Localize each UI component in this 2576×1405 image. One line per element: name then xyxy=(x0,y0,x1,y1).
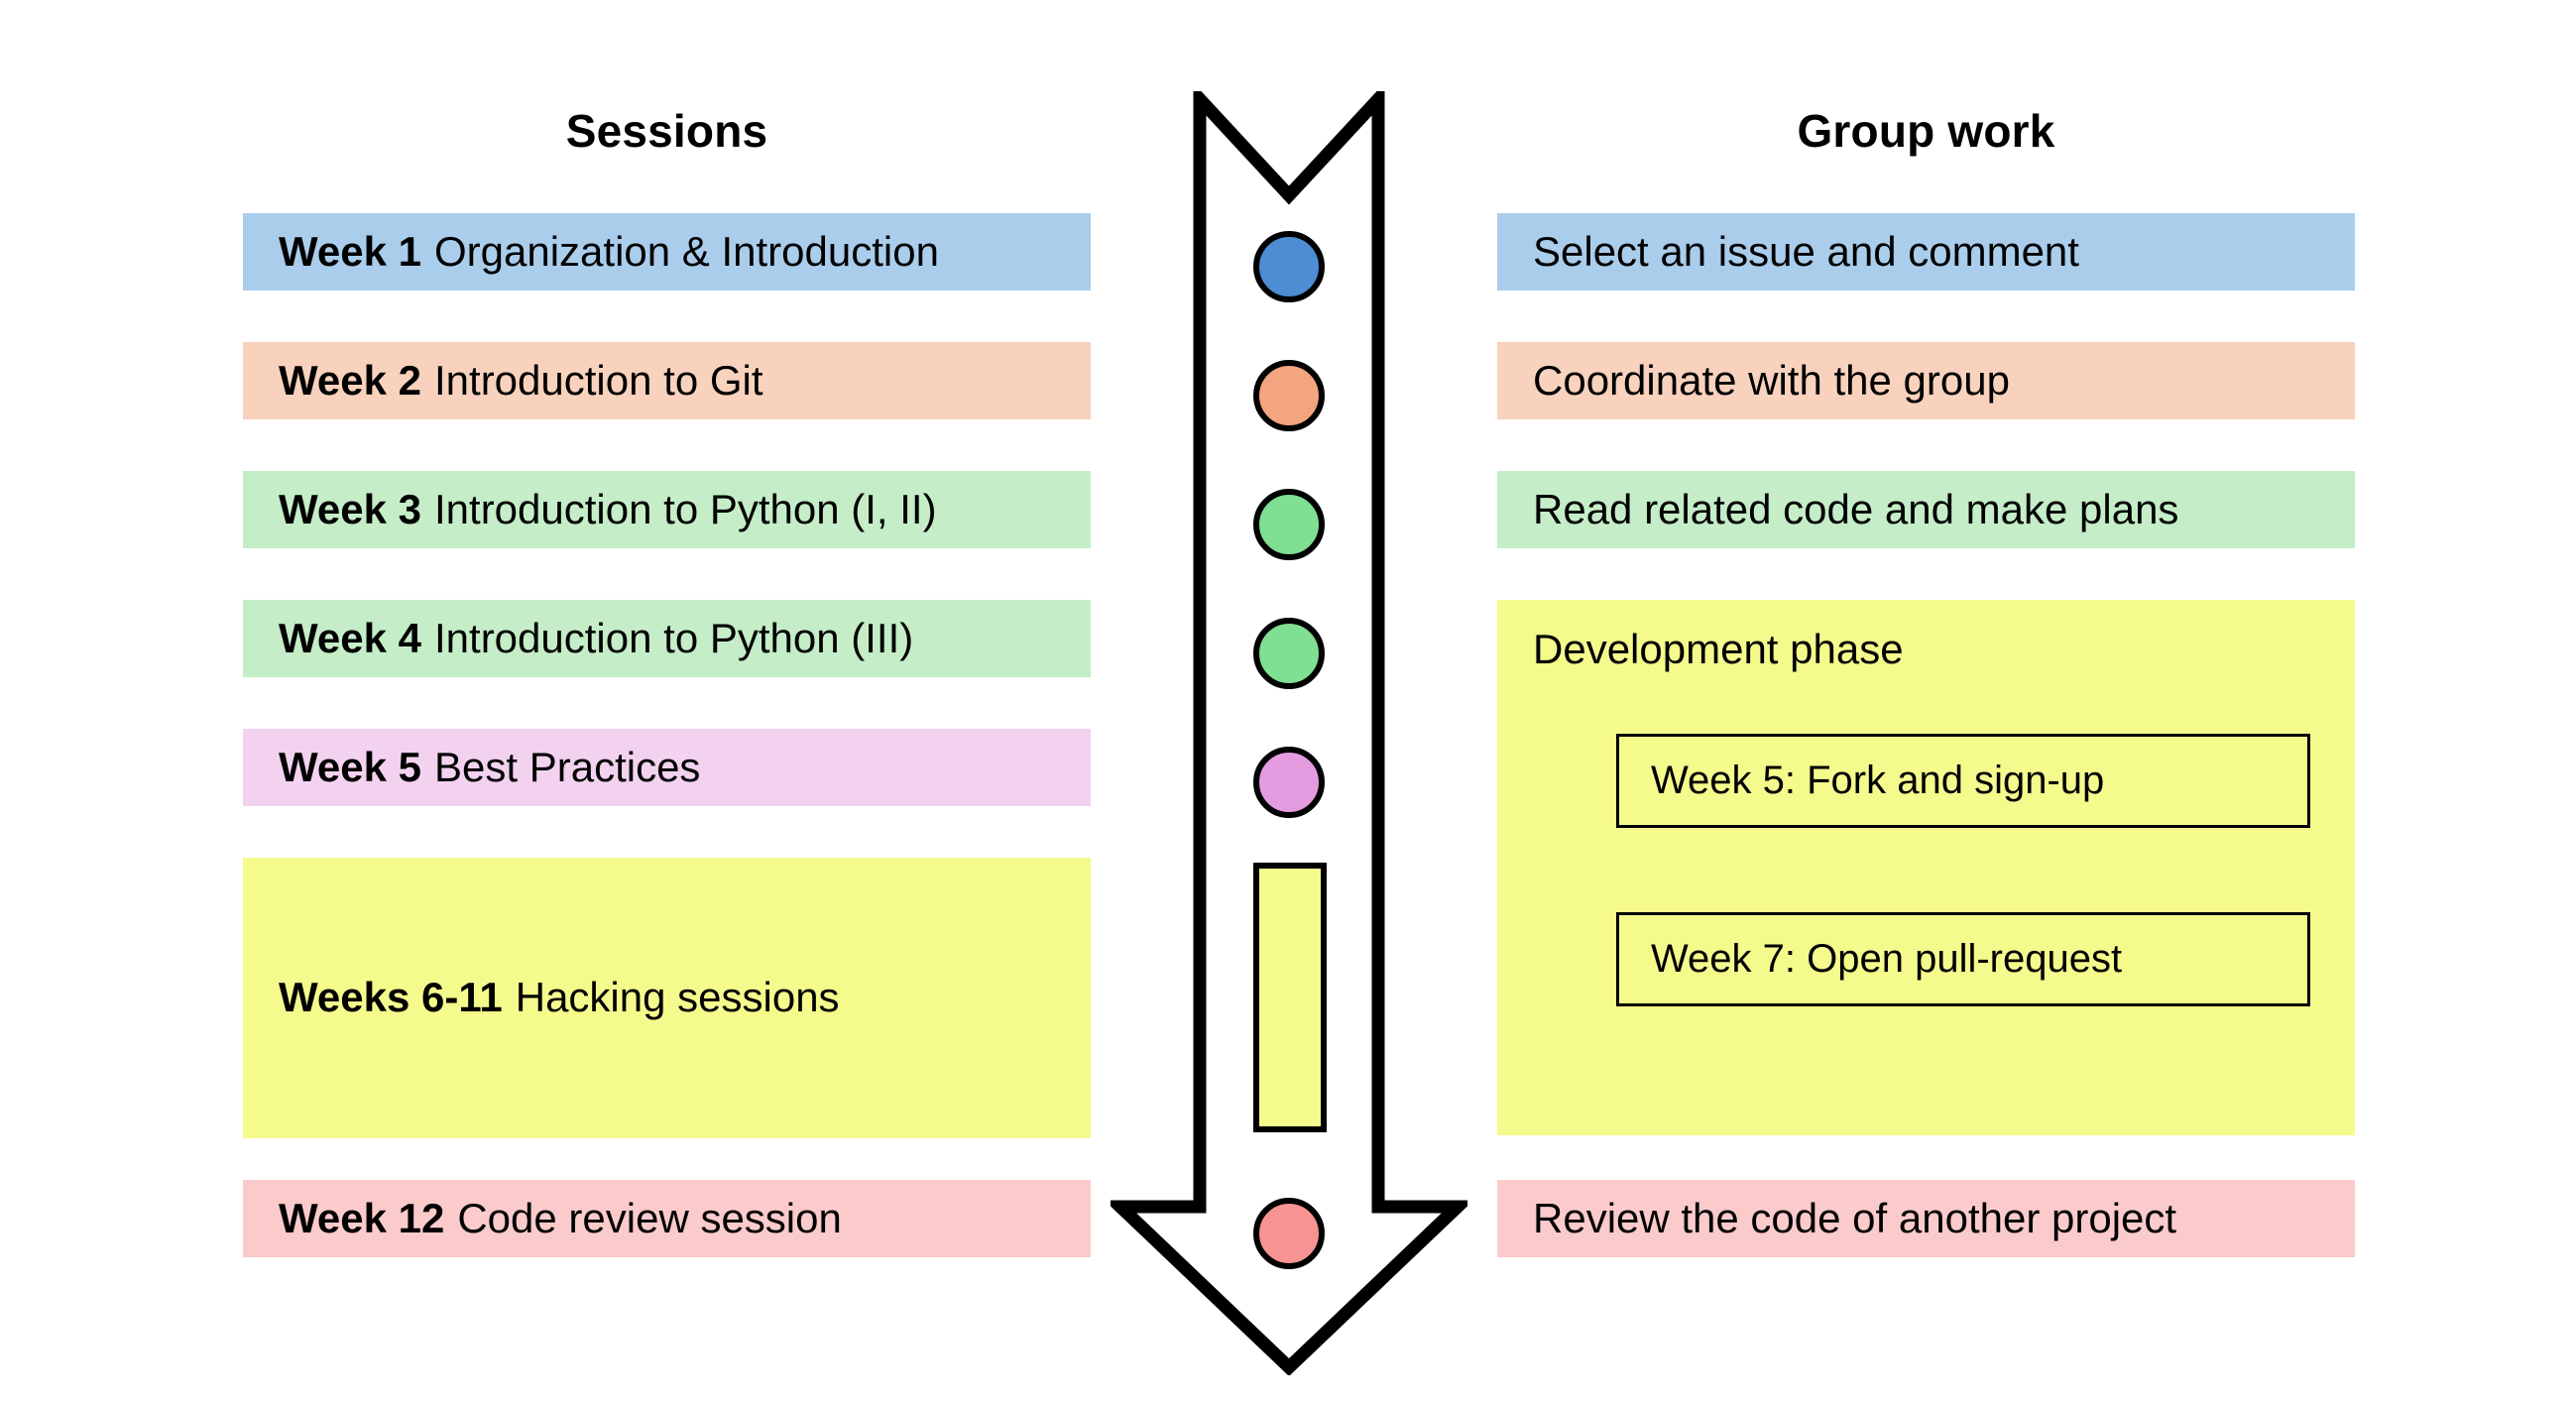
development-subbox-week-5[interactable]: Week 5: Fork and sign-up xyxy=(1616,734,2310,828)
group-work-label: Coordinate with the group xyxy=(1533,356,2010,404)
group-work-bar-select-issue[interactable]: Select an issue and comment xyxy=(1497,213,2355,291)
timeline-down-arrow-icon xyxy=(1111,91,1467,1375)
session-title: Code review session xyxy=(457,1194,842,1241)
session-week-label: Week 2 xyxy=(279,356,421,404)
session-week-label: Week 12 xyxy=(279,1194,445,1241)
group-work-bar-read-code[interactable]: Read related code and make plans xyxy=(1497,471,2355,548)
session-bar-weeks-6-11[interactable]: Weeks 6-11 Hacking sessions xyxy=(243,858,1091,1138)
session-title: Best Practices xyxy=(434,743,701,790)
session-title: Organization & Introduction xyxy=(434,227,939,275)
session-bar-week-1[interactable]: Week 1 Organization & Introduction xyxy=(243,213,1091,291)
column-heading-sessions: Sessions xyxy=(565,105,768,157)
session-week-label: Week 4 xyxy=(279,614,421,661)
session-bar-week-5[interactable]: Week 5 Best Practices xyxy=(243,729,1091,806)
group-work-label: Review the code of another project xyxy=(1533,1194,2177,1241)
timeline-node-weeks-6-11[interactable] xyxy=(1253,863,1327,1132)
session-bar-week-4[interactable]: Week 4 Introduction to Python (III) xyxy=(243,600,1091,677)
group-work-bar-review-code[interactable]: Review the code of another project xyxy=(1497,1180,2355,1257)
group-work-label: Read related code and make plans xyxy=(1533,485,2179,532)
timeline-node-week-12[interactable] xyxy=(1253,1198,1325,1269)
session-week-label: Weeks 6-11 xyxy=(279,974,503,1021)
group-work-bar-development-phase[interactable]: Development phase Week 5: Fork and sign-… xyxy=(1497,600,2355,1135)
session-bar-week-12[interactable]: Week 12 Code review session xyxy=(243,1180,1091,1257)
timeline-node-week-2[interactable] xyxy=(1253,360,1325,431)
development-subbox-week-7[interactable]: Week 7: Open pull-request xyxy=(1616,912,2310,1006)
group-work-bar-coordinate[interactable]: Coordinate with the group xyxy=(1497,342,2355,419)
session-bar-week-3[interactable]: Week 3 Introduction to Python (I, II) xyxy=(243,471,1091,548)
session-title: Introduction to Git xyxy=(434,356,763,404)
group-work-label: Select an issue and comment xyxy=(1533,227,2079,275)
timeline-node-week-4[interactable] xyxy=(1253,618,1325,689)
session-title: Introduction to Python (I, II) xyxy=(434,485,937,532)
session-title: Introduction to Python (III) xyxy=(434,614,914,661)
timeline-node-week-5[interactable] xyxy=(1253,747,1325,818)
timeline-node-week-1[interactable] xyxy=(1253,231,1325,302)
development-phase-title: Development phase xyxy=(1533,626,1904,672)
session-week-label: Week 5 xyxy=(279,743,421,790)
timeline-node-week-3[interactable] xyxy=(1253,489,1325,560)
session-title: Hacking sessions xyxy=(515,974,840,1021)
session-week-label: Week 1 xyxy=(279,227,421,275)
column-heading-group-work: Group work xyxy=(1797,105,2055,157)
session-bar-week-2[interactable]: Week 2 Introduction to Git xyxy=(243,342,1091,419)
session-week-label: Week 3 xyxy=(279,485,421,532)
